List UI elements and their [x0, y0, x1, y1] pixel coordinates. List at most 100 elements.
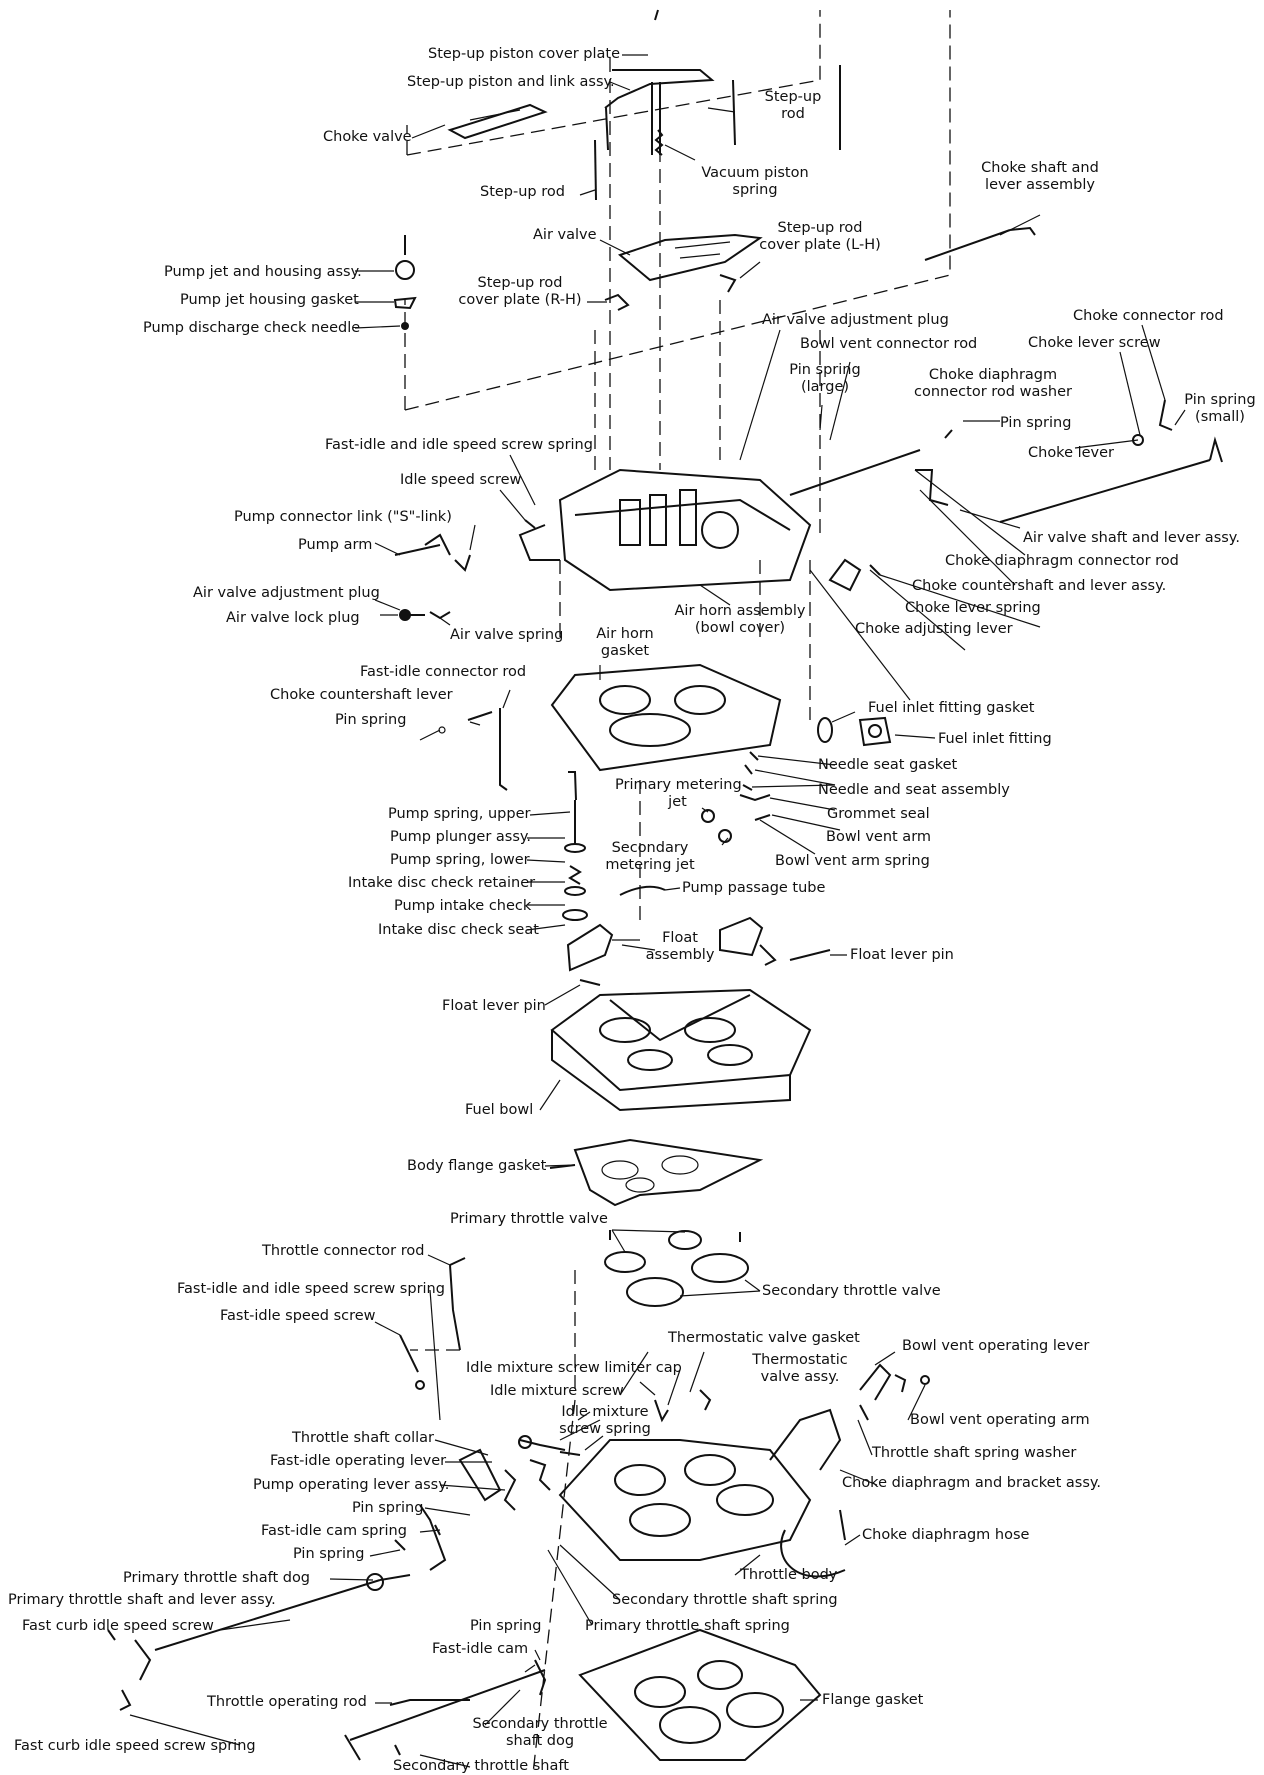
bowl-vent-operating-parts [859, 1363, 930, 1421]
label-line: (bowl cover) [694, 620, 786, 636]
label-fast-idle-screw-spring-bottom: Fast-idle and idle speed screw spring [177, 1281, 445, 1297]
label-line: valve assy. [760, 1369, 840, 1385]
label-line: Secondary [611, 840, 689, 856]
choke-countershaft-part [915, 429, 953, 506]
secondary-throttle-shaft-part [344, 1659, 547, 1761]
label-line: Primary metering [615, 777, 742, 793]
choke-valve-part [447, 103, 548, 140]
step-up-rods-part [594, 65, 841, 201]
label-pump-plunger-assy: Pump plunger assy. [390, 829, 532, 845]
label-line: rod [781, 106, 805, 122]
label-flange-gasket: Flange gasket [822, 1692, 924, 1708]
label-step-up-rod-left: Step-up rod [480, 184, 565, 200]
label-choke-lever-screw: Choke lever screw [1028, 335, 1161, 351]
label-pump-intake-check: Pump intake check [394, 898, 532, 914]
label-primary-throttle-valve: Primary throttle valve [450, 1211, 608, 1227]
label-throttle-shaft-collar: Throttle shaft collar [292, 1430, 435, 1446]
label-line: Pin spring [1184, 392, 1256, 408]
throttle-connector-rod-part [449, 1257, 466, 1351]
label-pump-discharge-check-needle: Pump discharge check needle [143, 320, 361, 336]
label-needle-seat-gasket: Needle seat gasket [818, 757, 958, 773]
vacuum-piston-spring-part [654, 129, 664, 156]
air-valve-shaft-part [789, 399, 1223, 523]
label-line: Step-up rod [477, 275, 563, 291]
label-line: Vacuum piston [701, 165, 809, 181]
label-float-lever-pin-left: Float lever pin [442, 998, 546, 1014]
label-fuel-inlet-fitting-gasket: Fuel inlet fitting gasket [868, 700, 1035, 716]
label-pump-spring-lower: Pump spring, lower [390, 852, 530, 868]
label-pump-operating-lever-assy: Pump operating lever assy. [253, 1477, 450, 1493]
label-bowl-vent-arm-spring: Bowl vent arm spring [775, 853, 930, 869]
label-grommet-seal: Grommet seal [827, 806, 930, 822]
label-air-valve-spring: Air valve spring [450, 627, 564, 643]
label-line: Float [662, 930, 698, 946]
label-line: metering jet [605, 857, 695, 873]
label-primary-throttle-shaft-spring: Primary throttle shaft spring [585, 1618, 790, 1634]
choke-lever-spring-part [828, 558, 881, 592]
label-pin-spring-lower-1: Pin spring [352, 1500, 424, 1516]
throttle-valves-part [604, 1230, 749, 1307]
label-secondary-throttle-shaft-spring: Secondary throttle shaft spring [612, 1592, 838, 1608]
label-primary-throttle-shaft-lever-assy: Primary throttle shaft and lever assy. [8, 1592, 276, 1608]
label-choke-countershaft-lever-assy: Choke countershaft and lever assy. [912, 578, 1167, 594]
air-horn-gasket-part [550, 663, 782, 772]
label-line: connector rod washer [914, 384, 1072, 400]
label-air-valve-shaft-lever-assy: Air valve shaft and lever assy. [1023, 530, 1240, 546]
label-pin-spring-lower-2: Pin spring [293, 1546, 365, 1562]
label-step-up-piston-cover-plate: Step-up piston cover plate [428, 46, 621, 62]
label-pin-spring-mid: Pin spring [335, 712, 407, 728]
label-line: Pin spring [789, 362, 861, 378]
label-air-horn-assembly: Air horn assembly(bowl cover) [660, 603, 820, 637]
label-line: spring [732, 182, 778, 198]
label-throttle-body: Throttle body [740, 1567, 838, 1583]
label-float-lever-pin-right: Float lever pin [850, 947, 954, 963]
primary-throttle-shaft-part [107, 1573, 411, 1711]
label-idle-speed-screw: Idle speed screw [400, 472, 522, 488]
label-pump-spring-upper: Pump spring, upper [388, 806, 531, 822]
label-bowl-vent-operating-arm: Bowl vent operating arm [910, 1412, 1090, 1428]
label-choke-adjusting-lever: Choke adjusting lever [855, 621, 1013, 637]
float-assembly-part [566, 916, 831, 986]
label-needle-seat-assembly: Needle and seat assembly [818, 782, 1010, 798]
label-line: shaft dog [505, 1733, 575, 1749]
choke-diaphragm-hose-part [780, 1509, 846, 1578]
label-line: jet [668, 794, 687, 810]
label-fast-idle-cam: Fast-idle cam [432, 1641, 529, 1657]
idle-mixture-parts [518, 1389, 712, 1456]
label-body-flange-gasket: Body flange gasket [407, 1158, 547, 1174]
label-line: Air horn [596, 626, 654, 642]
choke-shaft-part [924, 226, 1036, 261]
fast-idle-connector-rod-part [438, 708, 508, 791]
label-choke-diaphragm-bracket-assy: Choke diaphragm and bracket assy. [842, 1475, 1102, 1491]
label-fuel-inlet-fitting: Fuel inlet fitting [938, 731, 1052, 747]
label-choke-connector-rod: Choke connector rod [1073, 308, 1224, 324]
label-choke-lever-spring: Choke lever spring [905, 600, 1041, 616]
step-up-rod-cover-plates [604, 274, 737, 311]
label-line: Step-up [764, 89, 822, 105]
throttle-operating-rod-part [389, 1699, 470, 1706]
label-secondary-throttle-valve: Secondary throttle valve [762, 1283, 941, 1299]
label-air-valve-lock-plug: Air valve lock plug [226, 610, 360, 626]
label-pin-spring-small: Pin spring(small) [1175, 392, 1264, 426]
label-line: Choke diaphragm [928, 367, 1058, 383]
label-throttle-connector-rod: Throttle connector rod [262, 1243, 425, 1259]
label-line: Thermostatic [752, 1352, 848, 1368]
label-bowl-vent-arm: Bowl vent arm [826, 829, 932, 845]
label-choke-diaphragm-connector-rod: Choke diaphragm connector rod [945, 553, 1179, 569]
label-bowl-vent-connector-rod: Bowl vent connector rod [800, 336, 978, 352]
label-pin-spring-lower-3: Pin spring [470, 1618, 542, 1634]
label-air-valve: Air valve [533, 227, 597, 243]
fast-idle-speed-screw-part [399, 1334, 425, 1390]
label-primary-throttle-shaft-dog: Primary throttle shaft dog [123, 1570, 311, 1586]
